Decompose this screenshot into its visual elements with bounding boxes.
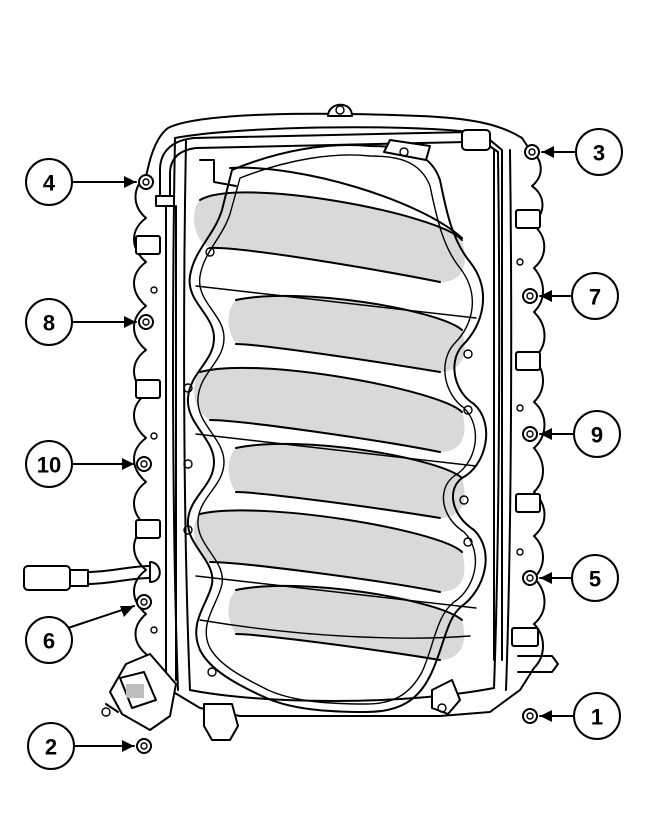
callout-1-label: 1 [591, 705, 603, 730]
callout-4-label: 4 [43, 171, 56, 196]
callout-9-label: 9 [591, 423, 603, 448]
injector-connector-l3 [135, 519, 161, 539]
injector-connectors [135, 209, 541, 647]
bolt-hole-1 [522, 708, 538, 724]
callout-8: 8 [25, 298, 137, 346]
callout-4: 4 [25, 158, 137, 206]
callout-3-label: 3 [593, 141, 605, 166]
manifold-gasket [183, 144, 488, 713]
callout-9: 9 [539, 410, 621, 458]
callout-7-label: 7 [589, 285, 601, 310]
injector-connector-l2 [135, 379, 161, 399]
callout-1: 1 [539, 692, 621, 740]
injector-connector-r1 [515, 209, 541, 229]
callouts: 1 2 3 4 5 [25, 128, 623, 770]
callout-7: 7 [539, 272, 619, 320]
bolt-hole-4 [138, 174, 154, 190]
callout-10-label: 10 [37, 453, 61, 478]
wiring-connector [23, 561, 161, 591]
bolt-hole-2 [136, 738, 152, 754]
injector-connector-r2 [515, 351, 541, 371]
callout-6: 6 [25, 605, 135, 664]
bolt-hole-5 [522, 570, 538, 586]
injector-connector-r3 [515, 493, 541, 513]
callout-6-label: 6 [43, 629, 55, 654]
bolt-holes [136, 144, 540, 754]
callout-10: 10 [25, 440, 135, 488]
callout-2-label: 2 [45, 735, 57, 760]
bolt-hole-8 [138, 314, 154, 330]
callout-8-label: 8 [43, 311, 55, 336]
bolt-hole-9 [522, 426, 538, 442]
callout-5: 5 [539, 554, 619, 602]
bolt-hole-3 [524, 144, 540, 160]
callout-3: 3 [541, 128, 623, 176]
injector-connector-l1 [135, 235, 161, 255]
intake-runners [194, 166, 477, 661]
bolt-hole-7 [522, 288, 538, 304]
throttle-sensor [101, 653, 559, 741]
bolt-hole-6 [136, 594, 152, 610]
callout-5-label: 5 [589, 567, 601, 592]
callout-2: 2 [27, 722, 135, 770]
injector-connector-r4 [511, 627, 539, 647]
fuel-rail [155, 129, 503, 681]
bolt-hole-10 [136, 456, 152, 472]
